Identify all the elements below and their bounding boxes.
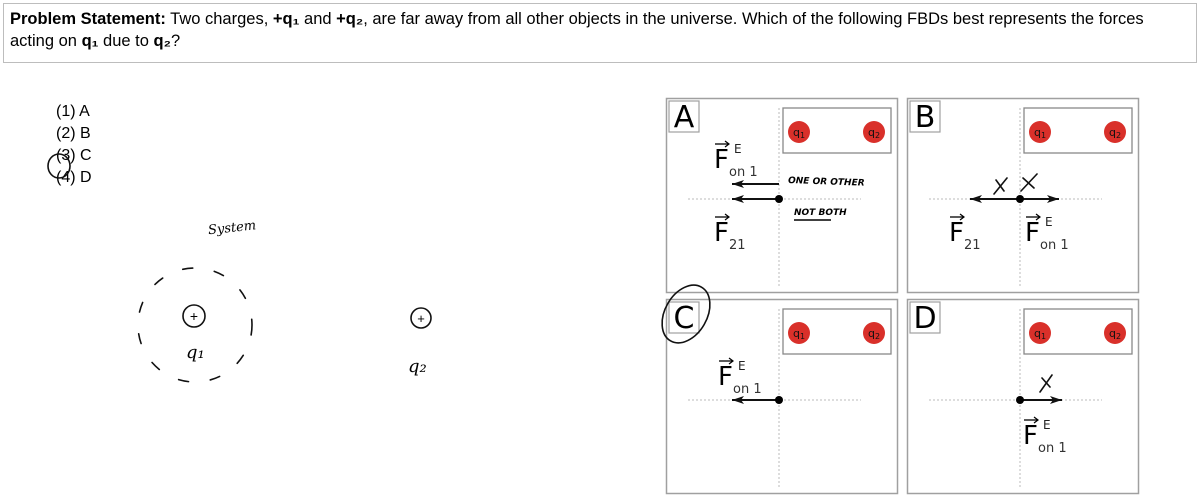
problem-text: due to [98,32,154,50]
panel-label: D [913,301,936,336]
panel-label: A [674,100,695,135]
force-symbol: F [718,362,733,392]
force-superscript: E [734,142,742,156]
force-subscript: on 1 [1038,441,1067,456]
x-marks [993,173,1038,195]
object-dot [775,396,783,404]
panel-label: B [915,100,936,135]
panel-label: C [674,301,695,336]
q2-term: +q₂ [336,10,364,28]
q1-charge [788,121,810,143]
vector-arrowhead-icon [1035,213,1041,221]
vector-arrowhead-icon [724,213,730,221]
object-dot [1016,396,1024,404]
panel-label-box [668,301,700,334]
vector-arrowhead-icon [728,357,734,365]
force-subscript: 21 [729,238,746,253]
arrowhead-icon [970,195,982,203]
q2-charge [1104,121,1126,143]
annotation-not-both: NOT BOTH [794,208,847,218]
option-1[interactable]: (1) A [56,103,90,120]
q1-charge [1029,121,1051,143]
q1-term: +q₁ [272,10,300,28]
charge1-sign: + [190,308,198,324]
q2-charge [863,121,885,143]
arrowhead-icon [732,195,744,203]
arrowhead-icon [1047,195,1059,203]
answer-circle-mark [661,284,711,344]
option-circle-mark [47,153,71,179]
force-symbol: F [1025,218,1040,248]
q1-subscript: 1 [1041,332,1046,341]
x-mark [1039,374,1053,393]
force-subscript: on 1 [733,382,762,397]
force-symbol: F [949,218,964,248]
q1-charge [788,322,810,344]
force-superscript: E [1045,215,1053,229]
problem-text: Two charges, [165,10,273,28]
panel-label-box [668,100,700,133]
object-dot [775,195,783,203]
force-subscript: on 1 [729,165,758,180]
answer-options: (1) A (2) B (3) C (4) D [56,101,92,189]
vector-arrowhead-icon [1033,416,1039,424]
option-3[interactable]: (3) C [56,147,92,164]
q1-label: q₁ [186,342,205,363]
arrowhead-icon [1050,396,1062,404]
system-boundary [137,267,253,383]
force-symbol: F [1023,421,1038,451]
panel-label-box [909,100,941,133]
annotation-one-or-other: ONE OR OTHER [788,176,865,189]
force-superscript: E [1043,418,1051,432]
charge2-circle [410,307,432,329]
option-2[interactable]: (2) B [56,125,91,142]
q2-term: q₂ [153,32,171,50]
system-label: System [207,218,256,238]
panel-label-box [909,301,941,334]
problem-text: ? [170,32,181,50]
vector-arrowhead-icon [959,213,965,221]
q1-charge [1029,322,1051,344]
q2-charge [863,322,885,344]
arrowhead-icon [732,396,744,404]
force-superscript: E [738,359,746,373]
force-subscript: on 1 [1040,238,1069,253]
q1-subscript: 1 [1041,131,1046,140]
vector-arrowhead-icon [724,140,730,148]
problem-text: and [299,10,337,28]
problem-text: , are far away from all other objects in… [10,10,1144,50]
q2-charge [1104,322,1126,344]
force-subscript: 21 [964,238,981,253]
q2-subscript: 2 [875,131,880,140]
option-4[interactable]: (4) D [56,169,92,186]
q2-subscript: 2 [1116,131,1121,140]
q2-subscript: 2 [1116,332,1121,341]
force-symbol: F [714,218,729,248]
q1-term: q₁ [81,32,99,50]
q1-subscript: 1 [800,332,805,341]
charge1-circle [182,304,206,328]
object-dot [1016,195,1024,203]
problem-label: Problem Statement: [10,10,166,28]
q1-subscript: 1 [800,131,805,140]
force-symbol: F [714,145,729,175]
arrowhead-icon [732,180,744,188]
q2-subscript: 2 [875,332,880,341]
problem-statement: Problem Statement: Two charges, +q₁ and … [3,3,1197,63]
charge2-sign: + [417,311,425,326]
q2-label: q₂ [408,356,427,377]
